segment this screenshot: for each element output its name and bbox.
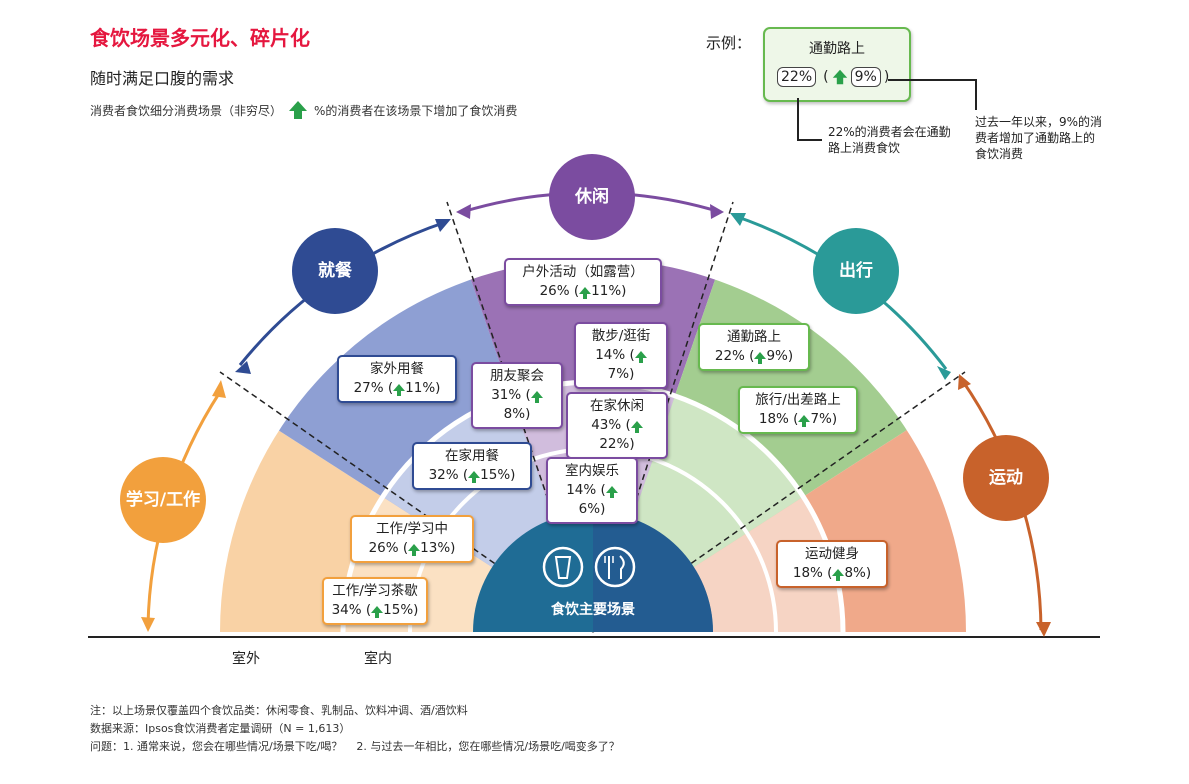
up-arrow-icon bbox=[371, 606, 384, 618]
up-arrow-icon bbox=[754, 352, 767, 364]
example-connectors bbox=[797, 79, 977, 141]
scene-pct: 31% bbox=[491, 387, 522, 403]
scene-dining-out: 家外用餐 27% (11%) bbox=[337, 355, 457, 403]
up-arrow-icon bbox=[798, 415, 811, 427]
example-note-right: 过去一年以来，9%的消费者增加了通勤路上的食饮消费 bbox=[975, 115, 1103, 161]
legend-line: 消费者食饮细分消费场景（非穷尽） %的消费者在该场景下增加了食饮消费 bbox=[90, 100, 517, 120]
footer-question: 问题：1. 通常来说，您会在哪些情况/场景下吃/喝？ 2. 与过去一年相比，您在… bbox=[90, 740, 620, 753]
scene-label: 室内娱乐 bbox=[565, 463, 619, 479]
up-arrow-icon bbox=[605, 486, 618, 498]
up-arrow-icon bbox=[630, 421, 643, 433]
scene-increase: 13% bbox=[420, 540, 451, 556]
scene-pct: 14% bbox=[566, 482, 597, 498]
scene-label: 朋友聚会 bbox=[490, 368, 544, 384]
scene-pct: 32% bbox=[428, 467, 459, 483]
scene-label: 旅行/出差路上 bbox=[755, 392, 841, 408]
category-dining: 就餐 bbox=[292, 228, 378, 314]
example-scene: 通勤路上 bbox=[809, 41, 865, 57]
scene-business-travel: 旅行/出差路上 18% (7%) bbox=[738, 386, 858, 434]
up-arrow-icon bbox=[832, 69, 847, 85]
scene-leisure-at-home: 在家休闲 43% (22%) bbox=[566, 392, 668, 459]
scene-work-study-break: 工作/学习茶歇 34% (15%) bbox=[322, 577, 428, 625]
scene-friends-gathering: 朋友聚会 31% (8%) bbox=[471, 362, 563, 429]
up-arrow-icon bbox=[530, 391, 543, 403]
scene-label: 工作/学习中 bbox=[375, 521, 449, 537]
scene-increase: 15% bbox=[383, 602, 414, 618]
legend-prefix: 消费者食饮细分消费场景（非穷尽） bbox=[90, 103, 283, 118]
cutlery-icon bbox=[594, 546, 636, 588]
drink-icon bbox=[542, 546, 584, 588]
scene-increase: 11% bbox=[591, 283, 622, 299]
scene-pct: 34% bbox=[331, 602, 362, 618]
category-travel: 出行 bbox=[813, 228, 899, 314]
ground-outdoor-label: 室外 bbox=[232, 651, 260, 667]
example-pct: 22% bbox=[777, 67, 817, 87]
footer-source: 数据来源：Ipsos食饮消费者定量调研（N = 1,613） bbox=[90, 722, 351, 735]
scene-outdoor-activities: 户外活动（如露营） 26% (11%) bbox=[504, 258, 662, 306]
scene-increase: 8% bbox=[844, 565, 866, 581]
arc-arrowheads bbox=[141, 204, 1051, 637]
scene-label: 运动健身 bbox=[805, 546, 859, 562]
up-arrow-icon bbox=[468, 471, 481, 483]
example-note-left: 22%的消费者会在通勤路上消费食饮 bbox=[828, 125, 951, 155]
scene-dining-at-home: 在家用餐 32% (15%) bbox=[412, 442, 532, 490]
scene-increase: 22% bbox=[599, 436, 630, 452]
category-sports: 运动 bbox=[963, 435, 1049, 521]
scene-while-working-studying: 工作/学习中 26% (13%) bbox=[350, 515, 474, 563]
up-arrow-icon bbox=[289, 101, 308, 119]
scene-pct: 22% bbox=[714, 348, 745, 364]
scene-commute: 通勤路上 22% (9%) bbox=[698, 323, 810, 371]
example-increase: 9% bbox=[850, 67, 881, 87]
example-label: 示例： bbox=[706, 34, 752, 52]
scene-fitness: 运动健身 18% (8%) bbox=[776, 540, 888, 588]
up-arrow-icon bbox=[832, 569, 845, 581]
scene-pct: 26% bbox=[368, 540, 399, 556]
scene-indoor-entertainment: 室内娱乐 14% (6%) bbox=[546, 457, 638, 524]
scene-increase: 11% bbox=[405, 380, 436, 396]
scene-pct: 18% bbox=[758, 411, 789, 427]
page-subtitle: 随时满足口腹的需求 bbox=[90, 69, 235, 88]
category-leisure: 休闲 bbox=[549, 154, 635, 240]
scene-increase: 9% bbox=[766, 348, 788, 364]
footer-note: 注：以上场景仅覆盖四个食饮品类：休闲零食、乳制品、饮料冲调、酒/酒饮料 bbox=[90, 704, 468, 717]
scene-increase: 7% bbox=[607, 366, 630, 382]
center-label: 食饮主要场景 bbox=[551, 601, 635, 618]
up-arrow-icon bbox=[393, 384, 406, 396]
scene-increase: 7% bbox=[810, 411, 832, 427]
up-arrow-icon bbox=[579, 287, 592, 299]
scene-pct: 27% bbox=[353, 380, 384, 396]
scene-increase: 8% bbox=[503, 406, 526, 422]
scene-increase: 6% bbox=[578, 501, 601, 517]
scene-label: 户外活动（如露营） bbox=[522, 264, 644, 280]
scene-label: 通勤路上 bbox=[727, 329, 781, 345]
scene-label: 在家休闲 bbox=[590, 398, 644, 414]
scene-walking-shopping: 散步/逛街 14% (7%) bbox=[574, 322, 668, 389]
up-arrow-icon bbox=[408, 544, 421, 556]
scene-label: 家外用餐 bbox=[370, 361, 424, 377]
scene-label: 在家用餐 bbox=[445, 448, 499, 464]
scene-pct: 14% bbox=[595, 347, 626, 363]
up-arrow-icon bbox=[634, 351, 647, 363]
page-title: 食饮场景多元化、碎片化 bbox=[90, 26, 310, 50]
ground-indoor-label: 室内 bbox=[364, 651, 392, 667]
scene-label: 工作/学习茶歇 bbox=[332, 583, 418, 599]
scene-label: 散步/逛街 bbox=[591, 328, 651, 344]
scene-pct: 18% bbox=[792, 565, 823, 581]
example-box: 通勤路上 22% ( 9% ) bbox=[763, 27, 911, 102]
scene-pct: 43% bbox=[591, 417, 622, 433]
scene-pct: 26% bbox=[539, 283, 570, 299]
scene-increase: 15% bbox=[480, 467, 511, 483]
legend-suffix: %的消费者在该场景下增加了食饮消费 bbox=[314, 103, 518, 118]
category-study-work: 学习/工作 bbox=[120, 457, 206, 543]
